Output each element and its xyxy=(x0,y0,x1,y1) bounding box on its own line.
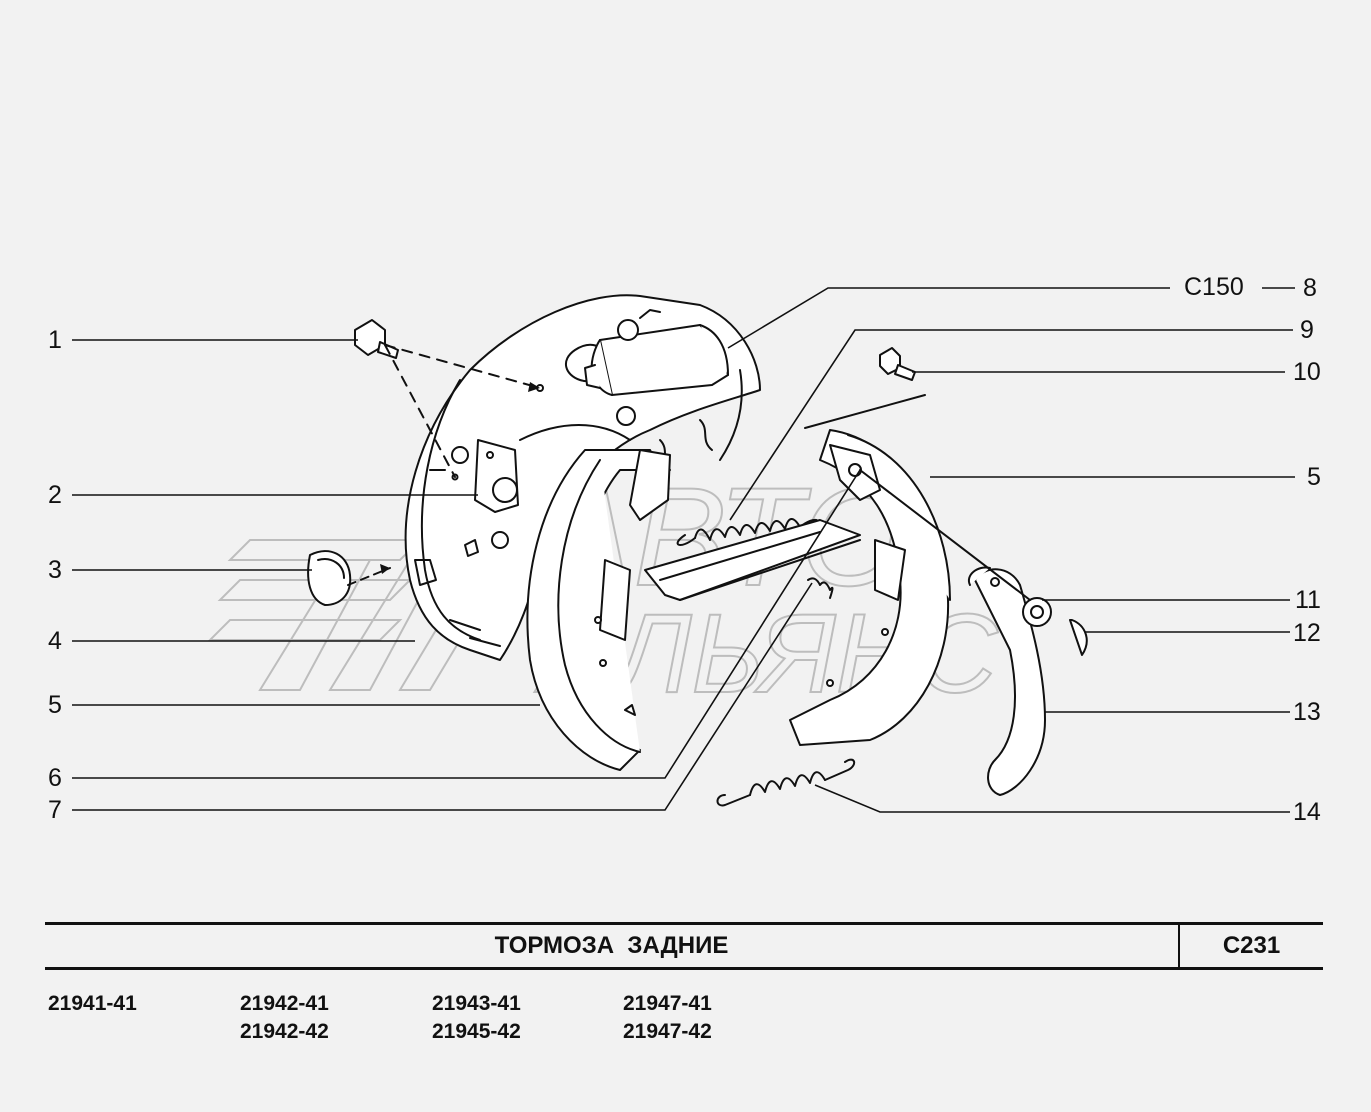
callout-12: 12 xyxy=(1293,619,1321,647)
parking-lever xyxy=(967,566,1052,796)
pin-line xyxy=(804,394,926,429)
page-title: ТОРМОЗА ЗАДНИЕ xyxy=(494,932,729,959)
pivot-pin xyxy=(879,347,916,381)
leader-lines xyxy=(72,287,1295,813)
reference-code: C150 xyxy=(1184,273,1244,301)
callout-3: 3 xyxy=(48,556,62,584)
callout-7: 7 xyxy=(48,796,62,824)
arrow-head-2 xyxy=(380,564,390,574)
callout-4: 4 xyxy=(48,627,62,655)
model-code: 21945-42 xyxy=(432,1020,521,1043)
callout-8: 8 xyxy=(1303,274,1317,302)
model-code: 21943-41 xyxy=(432,992,521,1015)
mounting-bolt xyxy=(354,319,399,359)
wheel-cylinder xyxy=(584,309,729,396)
strut-bar xyxy=(644,519,861,601)
model-code: 21947-42 xyxy=(623,1020,712,1043)
brake-shoe-left xyxy=(526,449,671,771)
callout-2: 2 xyxy=(48,481,62,509)
callout-9: 9 xyxy=(1300,316,1314,344)
callout-11: 11 xyxy=(1295,586,1321,614)
bolt-paths xyxy=(384,344,541,478)
callout-5-left: 5 xyxy=(48,691,62,719)
callout-10: 10 xyxy=(1293,358,1321,386)
brake-shoe-right xyxy=(789,429,951,746)
model-code: 21942-42 xyxy=(240,1020,329,1043)
lever-axis xyxy=(859,469,1031,601)
callout-1: 1 xyxy=(48,326,62,354)
anchor-plate xyxy=(474,439,519,513)
model-code: 21941-41 xyxy=(48,992,137,1015)
plug-path xyxy=(347,567,391,586)
arrow-head xyxy=(528,382,540,392)
title-divider xyxy=(1178,925,1180,967)
title-bar: ТОРМОЗА ЗАДНИЕ C231 xyxy=(45,922,1323,970)
callout-6: 6 xyxy=(48,764,62,792)
page-code: C231 xyxy=(1222,932,1281,959)
lower-spring xyxy=(716,758,856,807)
model-code: 21947-41 xyxy=(623,992,712,1015)
model-code: 21942-41 xyxy=(240,992,329,1015)
small-spring xyxy=(807,577,834,599)
callout-14: 14 xyxy=(1293,798,1321,826)
rubber-plug xyxy=(307,550,352,606)
cotter-pin xyxy=(1069,619,1088,656)
callout-13: 13 xyxy=(1293,698,1321,726)
callout-5-right: 5 xyxy=(1307,463,1321,491)
